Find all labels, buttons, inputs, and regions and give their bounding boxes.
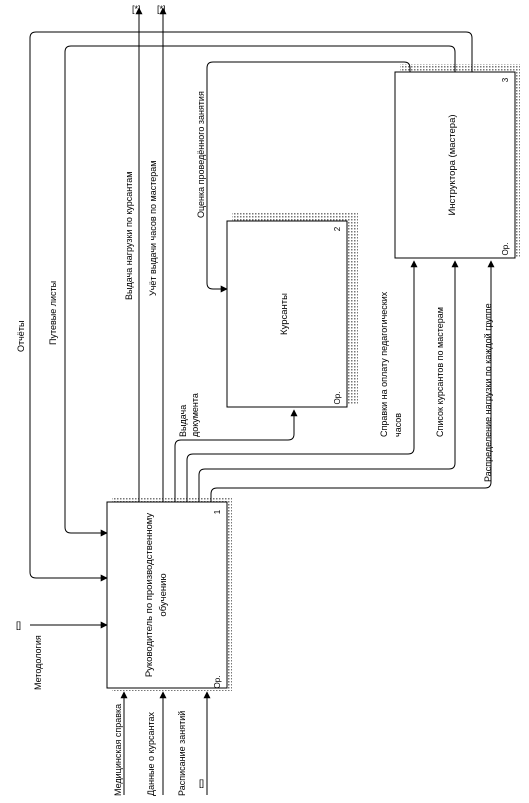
label-schedule: Расписание занятий (177, 711, 187, 796)
arrow-issue-document[interactable] (174, 409, 298, 502)
label-pedagogic-hours-2: часов (393, 413, 403, 437)
label-reports: Отчёты (16, 321, 26, 352)
label-pedagogic-hours-1: Справки на оплату педагогических (379, 291, 389, 437)
label-lesson-assessment: Оценка проведённого занятия (196, 91, 206, 218)
box2-number: 2 (333, 226, 342, 231)
box1-corner: Ор. (213, 676, 222, 689)
box3-number: 3 (501, 77, 510, 82)
label-issue-document-1: Выдача (178, 405, 188, 437)
box1-number: 1 (213, 509, 222, 514)
arrow-load-distribution[interactable] (210, 260, 495, 502)
label-waybills: Путевые листы (48, 281, 58, 345)
arrow-pedagogic-hours[interactable] (186, 260, 418, 502)
label-cadets-list: Список курсантов по мастерам (435, 307, 445, 437)
label-issue-document-2: документа (190, 393, 200, 437)
box1-title-line1: Руководитель по производственному (144, 513, 155, 678)
box2-title: Курсанты (279, 293, 290, 335)
arrow-reports[interactable] (29, 31, 473, 582)
label-medical-certificate: Медицинская справка (113, 704, 123, 796)
activity-box-2[interactable]: Курсанты 2 Ор. (226, 220, 348, 408)
box1-title-line2: обучению (158, 573, 169, 616)
arrow-waybills[interactable] (64, 45, 456, 537)
tunnel-mark-schedule: [] (199, 778, 204, 788)
label-hours-accounting: Учёт выдачи часов по мастерам (148, 161, 158, 296)
label-load-distribution: Распределение нагрузки по каждой группе (483, 303, 493, 482)
tunnel-mark-methodology: [] (16, 620, 21, 630)
tunnel-mark-top-right: [*] (157, 4, 166, 14)
activity-box-3[interactable]: Инструктора (мастера) 3 Ор. (394, 71, 516, 259)
label-issue-load: Выдача нагрузки по курсантам (124, 172, 134, 301)
arrow-lesson-assessment[interactable] (206, 61, 411, 293)
box2-corner: Ор. (333, 392, 342, 405)
box3-title: Инструктора (мастера) (447, 114, 458, 215)
activity-box-1[interactable]: Руководитель по производственному обучен… (106, 501, 228, 689)
label-cadets-data: Данные о курсантах (146, 712, 156, 796)
box3-corner: Ор. (501, 243, 510, 256)
tunnel-mark-top-left: [*] (132, 4, 141, 14)
arrow-cadets-list[interactable] (198, 260, 459, 502)
label-methodology: Методология (33, 635, 43, 690)
